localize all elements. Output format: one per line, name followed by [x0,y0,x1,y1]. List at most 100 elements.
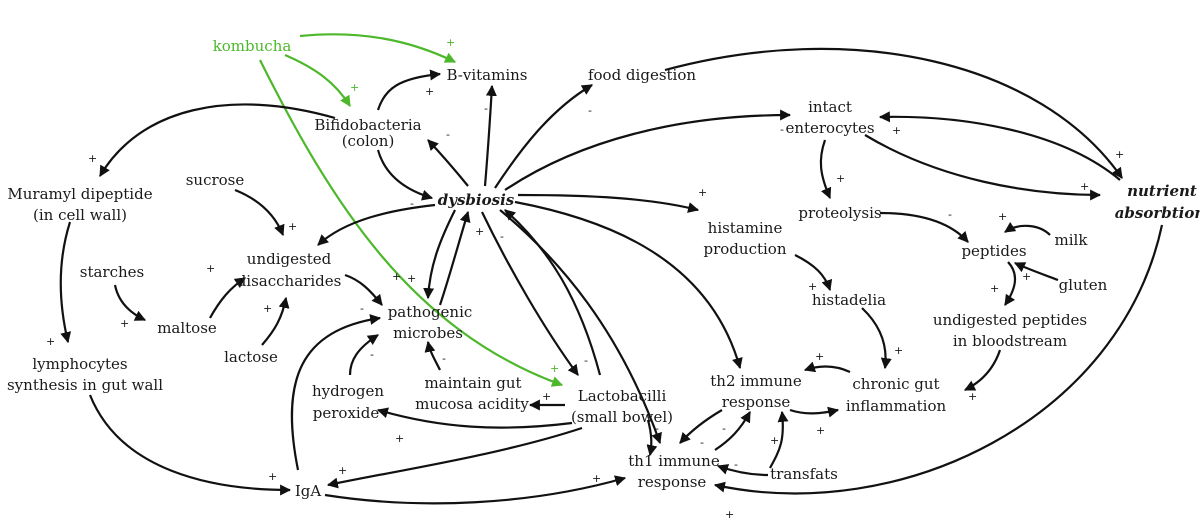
edge-intact-proteolysis [819,139,832,200]
sign-transfats-th1: - [734,458,738,471]
chronic-line-1: chronic gut [852,375,939,393]
edge-dysbiosis-histamine [517,193,700,213]
sign-milk-peptides: + [998,210,1007,223]
node-histadelia: histadelia [812,291,886,309]
sign-iga-pathogenic: - [360,302,364,315]
node-iga: IgA [295,482,322,500]
edge-bifido-muramyl [99,103,336,177]
sign-nutrient-intact: + [1080,180,1089,193]
polarity-signs: + + + + - - - - + + + + - + + - + + + + … [46,36,1124,521]
edge-kombucha-bifido [284,53,351,107]
sign-histamine-histadelia: + [808,280,817,293]
undig-dis-line-2: disaccharides [237,272,342,290]
edge-maintain-pathogenic [424,340,441,371]
sign-intact-nutrient: + [892,124,901,137]
node-intact-enterocytes: intact enterocytes [785,98,874,137]
undig-pep-line-2: in bloodstream [953,332,1067,350]
edge-dysbiosis-bifido [427,139,469,187]
maintain-line-1: maintain gut [424,374,521,392]
sign-maintain-pathogenic: - [442,352,446,365]
edge-pathogenic-dysbiosis [438,210,471,306]
edge-histamine-histadelia [794,254,833,292]
node-b-vitamins: B-vitamins [447,66,528,84]
sign-lacto-hydrogen: + [395,432,404,445]
sign-nutrient-th1: + [725,508,734,521]
th2-line-2: response [722,393,791,411]
sign-kombucha-lacto: + [550,362,559,375]
sign-lacto-iga: + [338,464,347,477]
sign-dys-histamine: + [698,186,707,199]
edge-starches-maltose [113,284,146,321]
edge-lactobacilli-hydrogen [376,407,573,429]
hydrogen-line-2: peroxide [313,404,380,422]
edge-peptides-undigpep [1004,261,1017,306]
node-peptides: peptides [961,242,1026,260]
bifido-line-2: (colon) [342,132,395,150]
histamine-line-2: production [704,240,787,258]
sign-lacto-th1: - [655,422,659,435]
edge-kombucha-lactobacilli [259,59,564,387]
edge-maltose-undigdis [209,277,246,319]
edge-dysbiosis-lactobacilli [481,211,579,376]
sign-dys-pathogenic: + [407,272,416,285]
edge-histadelia-chronic [861,307,892,370]
pathogenic-line-1: pathogenic [388,303,473,321]
sign-food-nutrient: + [1115,148,1124,161]
edge-muramyl-lymph [59,221,72,344]
sign-iga-th1: + [592,472,601,485]
node-hydrogen-peroxide: hydrogen peroxide [312,382,384,422]
maintain-line-2: mucosa acidity [415,395,529,413]
edge-dysbiosis-pathogenic [423,209,456,300]
sign-muramyl-lymph: + [46,335,55,348]
undig-pep-line-1: undigested peptides [933,311,1087,329]
th1-line-1: th1 immune [628,452,720,470]
node-kombucha: kombucha [213,37,292,55]
sign-histadelia-chronic: + [894,344,903,357]
edge-th2-th1 [679,409,723,444]
edge-bifido-dysbiosis [376,149,434,201]
edge-kombucha-bvitamins [299,33,456,63]
edge-dysbiosis-intact [504,109,792,191]
node-proteolysis: proteolysis [798,204,881,222]
edge-intact-nutrient [864,134,1102,201]
edge-lactobacilli-th1 [646,419,658,457]
edge-bifido-bvitamins [376,69,442,111]
sign-gluten-peptides: + [1022,270,1031,283]
edge-undigdis-pathogenic [344,273,383,306]
th1-line-2: response [638,473,707,491]
pathogenic-line-2: microbes [393,324,463,342]
sign-hydrogen-pathogenic: - [370,348,374,361]
sign-lacto-maintain: + [542,390,551,403]
edge-transfats-th1 [716,464,769,477]
muramyl-line-2: (in cell wall) [33,206,127,224]
node-histamine-production: histamine production [704,219,787,258]
chronic-line-2: inflammation [846,397,947,415]
node-dysbiosis: dysbiosis [438,191,515,209]
edge-th1-th2 [714,411,751,451]
node-milk: milk [1055,231,1089,249]
edge-transfats-th2 [769,410,789,469]
edge-lymph-iga [88,394,292,496]
hydrogen-line-1: hydrogen [312,382,384,400]
edge-lactobacilli-dysbiosis [504,209,602,376]
node-undigested-disaccharides: undigested disaccharides [237,250,342,290]
sign-th2-chronic: + [816,424,825,437]
sign-dys-bifido: - [446,128,450,141]
edge-food-nutrient [664,47,1123,179]
sign-pathogenic-dys: + [475,225,484,238]
node-nutrient-absorbtion: nutrient absorbtion [1115,182,1200,222]
edge-dysbiosis-food [494,84,593,189]
sign-bifido-bvitamins: + [425,85,434,98]
sign-th2-th1: - [700,436,704,449]
edge-dysbiosis-th2 [514,200,743,370]
sign-lacto-dys: - [500,230,504,243]
node-th2-immune-response: th2 immune response [710,372,802,411]
edge-th2-chronic [789,406,840,418]
sign-dys-lacto: - [584,354,588,367]
sign-lactose-undig: + [263,302,272,315]
node-th1-immune-response: th1 immune response [628,452,720,491]
sign-th1-th2: - [722,422,726,435]
edge-dysbiosis-undigdis [317,203,436,246]
node-maintain-gut: maintain gut mucosa acidity [415,374,529,413]
